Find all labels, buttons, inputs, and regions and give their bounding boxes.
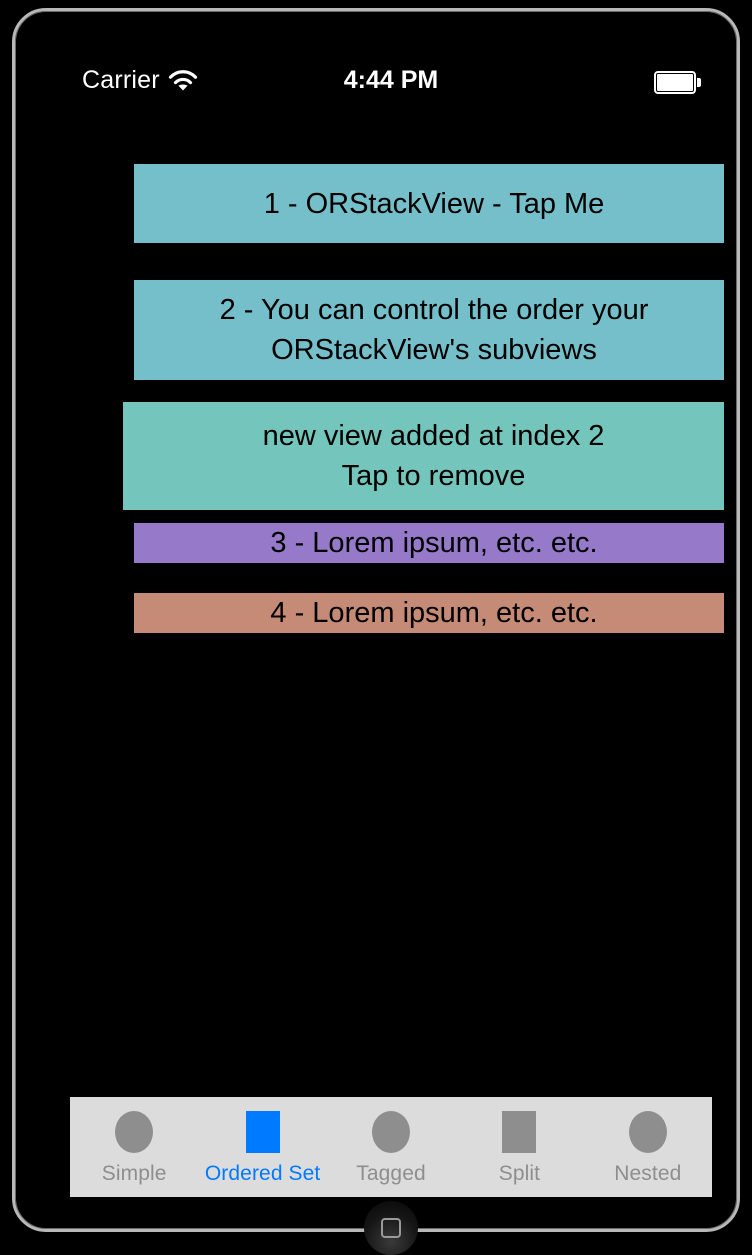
battery-cap — [697, 78, 701, 87]
battery-body — [654, 71, 696, 94]
circle-icon — [628, 1111, 667, 1153]
tab-label: Split — [498, 1162, 541, 1185]
stack-item-2[interactable]: 2 - You can control the order your ORSta… — [134, 280, 724, 380]
square-glyph — [245, 1111, 280, 1153]
tab-nested[interactable]: Nested — [584, 1097, 712, 1186]
tab-label: Ordered Set — [204, 1162, 321, 1185]
tab-split[interactable]: Split — [455, 1097, 583, 1186]
status-bar: Carrier 4:44 PM — [58, 53, 724, 111]
tab-simple[interactable]: Simple — [70, 1097, 198, 1186]
tab-tagged[interactable]: Tagged — [327, 1097, 455, 1186]
circle-glyph — [628, 1111, 667, 1153]
square-glyph — [502, 1111, 537, 1153]
battery-icon — [654, 71, 702, 94]
stack-item-1[interactable]: 1 - ORStackView - Tap Me — [134, 164, 724, 243]
home-button[interactable] — [364, 1201, 418, 1255]
square-icon — [244, 1111, 282, 1153]
device-frame: Carrier 4:44 PM 1 - ORStackView - Tap Me… — [12, 8, 740, 1255]
circle-glyph — [115, 1111, 154, 1153]
tab-label: Tagged — [356, 1162, 426, 1185]
battery-fill — [657, 74, 693, 91]
tab-ordered-set[interactable]: Ordered Set — [198, 1097, 326, 1186]
circle-icon — [372, 1111, 411, 1153]
home-button-icon — [381, 1218, 401, 1238]
wifi-icon — [168, 69, 198, 93]
status-time: 4:44 PM — [343, 66, 439, 94]
stack-item-4[interactable]: 4 - Lorem ipsum, etc. etc. — [134, 593, 724, 633]
square-icon — [500, 1111, 538, 1153]
phone-screen: Carrier 4:44 PM 1 - ORStackView - Tap Me… — [58, 53, 724, 1198]
stack-item-3[interactable]: 3 - Lorem ipsum, etc. etc. — [134, 523, 724, 563]
tab-label: Simple — [101, 1162, 167, 1185]
circle-glyph — [372, 1111, 411, 1153]
circle-icon — [115, 1111, 154, 1153]
carrier-label: Carrier — [82, 66, 160, 94]
tab-label: Nested — [614, 1162, 682, 1185]
stack-item-new-view[interactable]: new view added at index 2 Tap to remove — [123, 402, 724, 510]
tab-bar: Simple Ordered Set Tagged Split Nested — [70, 1097, 712, 1197]
